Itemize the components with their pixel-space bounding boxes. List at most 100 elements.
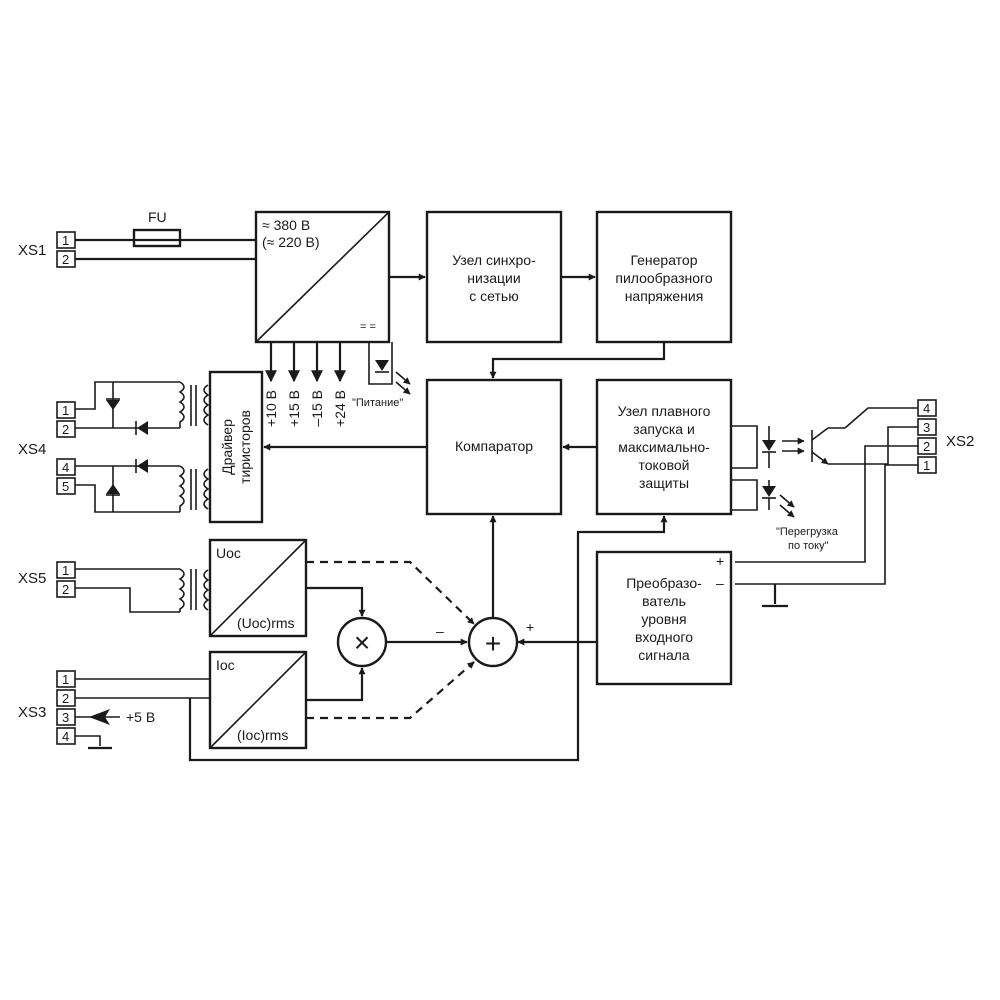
power-supply: ≈ 380 В (≈ 220 В) = = [254,210,391,344]
voltage-rms-block: Uос (Uос)rms [208,538,308,638]
fuse: FU [132,209,182,248]
generator-block: Генератор пилообразного напряжения [595,210,733,344]
soft-start-line-2: запуска и [633,421,695,437]
comparator-block: Компаратор [425,378,563,516]
summator-symbol: + [485,628,501,659]
converter-line-1: Преобразо- [626,575,702,591]
xs1-pin-1-label: 1 [62,233,69,248]
overcurrent-led-label-2: по току" [788,540,829,552]
power-supply-input-1: ≈ 380 В [262,217,310,233]
sync-block-line-2: низации [467,270,520,286]
driver-block: Драйвер тиристоров [208,370,264,524]
xs2-pin-3-label: 3 [923,420,930,435]
multiplier: × [336,616,388,668]
overcurrent-led: "Перегрузка по току" [731,479,839,552]
comparator-label: Компаратор [455,438,533,454]
xs1-pin-2-label: 2 [62,252,69,267]
current-to-multiplier [306,667,366,702]
voltage-transformer [75,568,210,613]
converter-block-box [595,550,733,686]
sync-block-line-3: с сетью [469,288,518,304]
overcurrent-led-label-1: "Перегрузка [776,526,839,538]
power-led-label: "Питание" [352,397,403,409]
xs3-pin-1-label: 1 [62,672,69,687]
xs3-pin-3-label: 3 [62,710,69,725]
xs4-pin-4 [56,458,76,476]
converter-minus: – [716,575,724,591]
xs5-label: XS5 [18,570,46,587]
soft-start-line-1: Узел плавного [618,403,711,419]
power-supply-input-2: (≈ 220 В) [262,234,319,250]
current-rms-bottom: (Iос)rms [237,727,288,743]
voltage-rms-bottom: (Uос)rms [237,615,295,631]
converter-line-5: сигнала [638,647,690,663]
xs4-pin-1-label: 1 [62,403,69,418]
xs2-wires [735,407,918,608]
converter-block: Преобразо- ватель уровня входного сигнал… [595,550,733,686]
power-output-4: +24 В [332,390,348,427]
sum-minus-sign: – [436,623,444,639]
converter-line-2: ватель [642,593,686,609]
fuse-body [132,228,182,248]
xs5-pin-1 [56,561,76,579]
xs4-pin-2-label: 2 [62,422,69,437]
diode-icon [106,484,120,494]
feedback-line [188,515,668,762]
xs4-pin-5 [56,477,76,495]
current-dashed-to-sum [306,661,475,720]
power-outputs: +10 В +15 В –15 В +24 В [263,342,348,427]
xs3-connector: XS3 1 2 3 4 [18,670,76,745]
pulse-transformers [75,381,210,513]
xs1-label: XS1 [18,242,46,259]
transformer-winding [178,568,185,612]
xs3-pin-2-label: 2 [62,691,69,706]
xs2-pin-2-label: 2 [923,439,930,454]
diode-icon [137,421,148,435]
transformer-winding [178,465,185,512]
driver-line-2: тиристоров [237,410,253,484]
xs1-connector: XS1 1 2 [18,231,76,268]
driver-line-1: Драйвер [219,419,235,475]
converter-line-4: входного [635,629,693,645]
overcurrent-led-icon [762,486,776,497]
converter-plus: + [716,553,724,569]
soft-start-line-4: токовой [639,457,690,473]
current-rms-top: Iос [216,657,235,673]
driver-block-box [208,370,264,524]
power-supply-dc-symbol: = = [360,321,376,333]
xs3-wires: +5 В [75,678,210,750]
xs2-pin-4-label: 4 [923,401,930,416]
power-led: "Питание" [352,342,411,409]
generator-line-1: Генератор [630,252,697,268]
generator-line-2: пилообразного [615,270,712,286]
power-supply-diagonal [255,211,390,343]
xs4-pin-1 [56,401,76,419]
power-led-icon [375,360,389,371]
comparator-block-box [425,378,563,516]
xs5-pin-2 [56,580,76,598]
xs4-label: XS4 [18,441,46,458]
xs3-pin-4-label: 4 [62,729,69,744]
power-output-2: +15 В [286,390,302,427]
current-rms-block: Iос (Iос)rms [208,650,308,750]
generator-line-3: напряжения [625,288,704,304]
soft-start-line-3: максимально- [618,439,710,455]
soft-start-block-box [595,378,733,516]
multiplier-symbol: × [354,627,370,658]
voltage-dashed-to-sum [306,560,475,625]
xs2-connector: 4 3 2 1 XS2 [917,399,974,474]
xs3-label: XS3 [18,704,46,721]
summator: + – + [436,616,534,668]
xs4-pin-4-label: 4 [62,460,69,475]
xs5-pin-2-label: 2 [62,582,69,597]
xs5-connector: XS5 1 2 [18,561,76,598]
xs4-pin-2 [56,420,76,438]
xs3-supply-label: +5 В [126,709,155,725]
xs2-pin-1-label: 1 [923,458,930,473]
power-output-3: –15 В [309,390,325,427]
sum-plus-sign: + [526,619,534,635]
sync-block: Узел синхро- низации с сетью [425,210,563,344]
soft-start-line-5: защиты [639,475,689,491]
diode-icon [106,400,120,410]
